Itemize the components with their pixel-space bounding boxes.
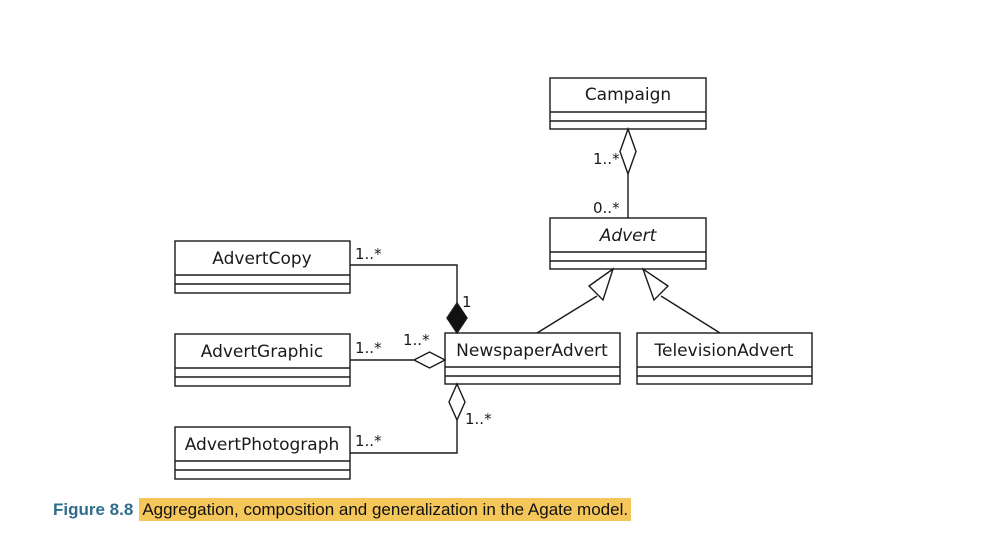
- class-campaign: [549, 77, 707, 130]
- class-name-newspaperadvert: NewspaperAdvert: [456, 341, 608, 361]
- class-name-advertcopy: AdvertCopy: [212, 249, 311, 269]
- figure-caption: Figure 8.8 Aggregation, composition and g…: [53, 498, 632, 521]
- class-name-advertgraphic: AdvertGraphic: [201, 342, 324, 362]
- television-generalization-line: [660, 295, 721, 334]
- advertphotograph-aggregation-line: [350, 420, 458, 454]
- campaign-aggregation-diamond: [619, 126, 637, 177]
- photograph-aggregation-diamond: [448, 382, 466, 422]
- television-generalization-arrowhead: [641, 267, 670, 302]
- class-name-advertphotograph: AdvertPhotograph: [185, 435, 340, 455]
- class-televisionadvert: [636, 332, 813, 385]
- composition-diamond: [446, 301, 468, 335]
- class-newspaperadvert: [444, 332, 621, 385]
- figure-label: Figure 8.8: [53, 500, 134, 519]
- class-advertgraphic: [174, 333, 351, 387]
- multiplicity-newspaper-from-graphic: 1..*: [403, 331, 430, 349]
- multiplicity-newspaper-from-copy: 1: [462, 293, 472, 311]
- multiplicity-advertphotograph: 1..*: [355, 432, 382, 450]
- class-name-televisionadvert: TelevisionAdvert: [654, 341, 794, 361]
- multiplicity-advert-side: 0..*: [593, 199, 620, 217]
- newspaper-generalization-line: [536, 295, 598, 334]
- multiplicity-newspaper-from-photograph: 1..*: [465, 410, 492, 428]
- class-name-advert: Advert: [599, 226, 658, 246]
- multiplicity-advertcopy: 1..*: [355, 245, 382, 263]
- multiplicity-advertgraphic: 1..*: [355, 339, 382, 357]
- class-advertphotograph: [174, 426, 351, 480]
- class-name-campaign: Campaign: [585, 85, 671, 105]
- graphic-aggregation-diamond: [412, 351, 447, 369]
- class-advertcopy: [174, 240, 351, 294]
- class-advert: [549, 217, 707, 270]
- multiplicity-campaign-side: 1..*: [593, 150, 620, 168]
- advertcopy-composition-line: [350, 264, 458, 303]
- figure-caption-text: Aggregation, composition and generalizat…: [139, 498, 632, 521]
- newspaper-generalization-arrowhead: [587, 267, 615, 302]
